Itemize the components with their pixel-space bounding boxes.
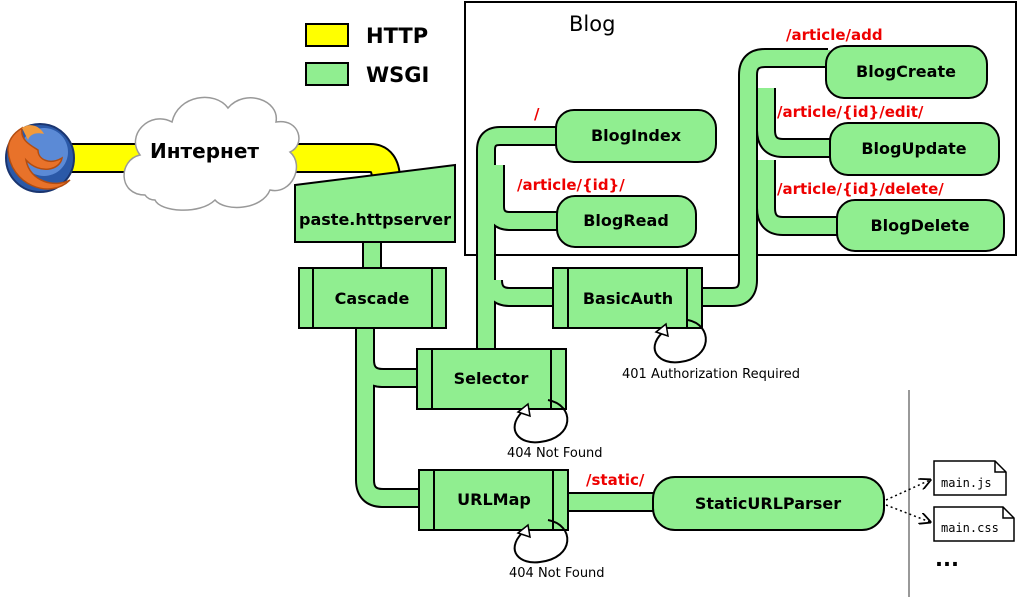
- cascade-label: Cascade: [335, 289, 410, 308]
- selector-404-loop: [513, 399, 569, 444]
- blogread-node: [556, 195, 697, 248]
- file-main-js: main.js: [941, 476, 992, 490]
- firefox-icon: [5, 123, 75, 193]
- blogcreate-label: BlogCreate: [856, 62, 956, 81]
- selector-label: Selector: [454, 369, 529, 388]
- blogupdate-label: BlogUpdate: [861, 139, 966, 158]
- route-delete: /article/{id}/delete/: [777, 180, 944, 198]
- blogread-label: BlogRead: [583, 211, 669, 230]
- basicauth-label: BasicAuth: [583, 289, 673, 308]
- file-icon: [933, 460, 1007, 496]
- staticparser-label: StaticURLParser: [695, 494, 841, 513]
- selector-node: [416, 348, 567, 410]
- blogdelete-label: BlogDelete: [870, 216, 969, 235]
- wsgi-pipes: [355, 48, 840, 512]
- staticparser-node: [652, 476, 885, 531]
- blogupdate-node: [829, 122, 1000, 176]
- legend-wsgi-label: WSGI: [366, 63, 429, 87]
- route-index: /: [534, 105, 540, 123]
- cascade-node: [298, 267, 447, 329]
- route-read: /article/{id}/: [517, 176, 625, 194]
- blogcreate-node: [825, 45, 988, 99]
- more-files-ellipsis: ...: [935, 547, 959, 571]
- legend-http-swatch: [305, 23, 349, 47]
- urlmap-404-loop: [513, 519, 569, 564]
- route-edit: /article/{id}/edit/: [777, 103, 924, 121]
- internet-cloud: [123, 96, 300, 211]
- blog-title: Blog: [569, 12, 615, 36]
- selector-404-label: 404 Not Found: [507, 446, 603, 461]
- auth-401-label: 401 Authorization Required: [622, 367, 800, 382]
- file-main-css: main.css: [941, 521, 999, 535]
- blogindex-node: [555, 109, 717, 163]
- route-static: /static/: [586, 471, 645, 489]
- legend-wsgi-swatch: [305, 62, 349, 86]
- legend-http-label: HTTP: [366, 24, 428, 48]
- blogindex-label: BlogIndex: [591, 126, 682, 145]
- server-label: paste.httpserver: [299, 210, 451, 229]
- basicauth-node: [552, 267, 703, 329]
- blogdelete-node: [836, 199, 1005, 252]
- auth-401-loop: [653, 319, 707, 364]
- internet-label: Интернет: [150, 139, 259, 163]
- file-arrow-js: [885, 480, 930, 501]
- urlmap-404-label: 404 Not Found: [509, 566, 605, 581]
- urlmap-label: URLMap: [457, 490, 531, 509]
- file-icon: [933, 506, 1015, 542]
- urlmap-node: [418, 469, 569, 531]
- route-add: /article/add: [786, 26, 883, 44]
- server-node: [294, 163, 456, 243]
